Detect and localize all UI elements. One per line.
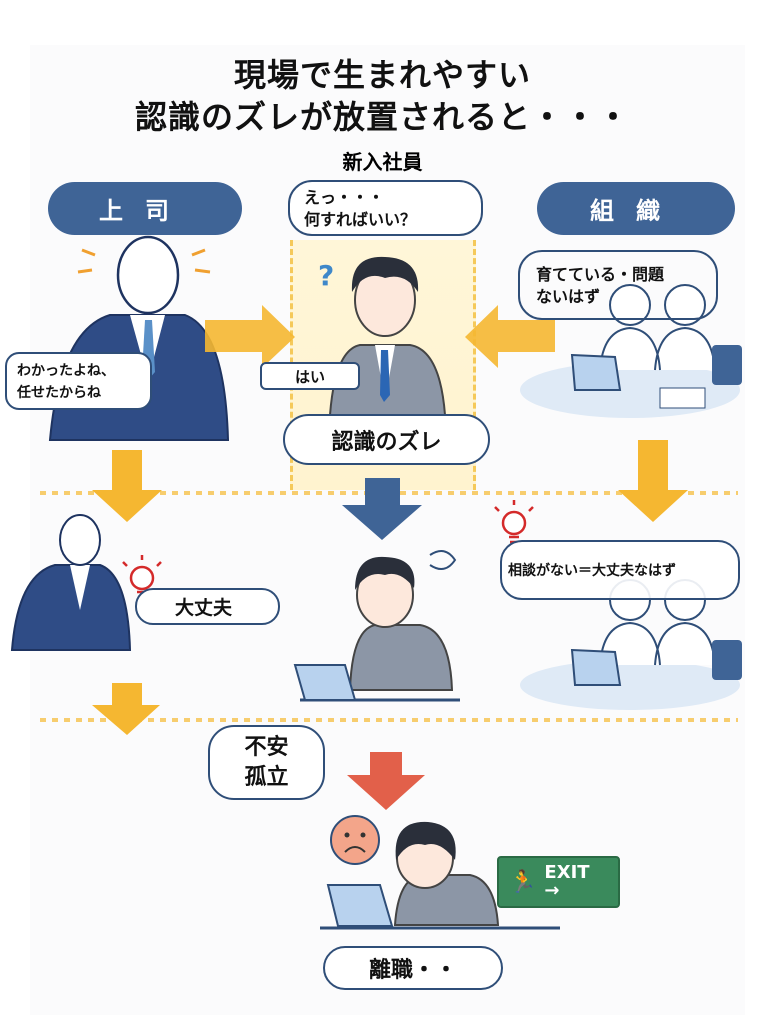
outcome-pill: 離職・・: [323, 946, 503, 990]
employee-working-figure-icon: [293, 550, 460, 702]
stress-swirl-icon: [429, 550, 457, 570]
employee-slumped-figure-icon: [320, 821, 560, 930]
arrow-right-exit-icon: →: [544, 880, 560, 901]
arrow-down-boss-2-icon: [92, 683, 160, 735]
exit-sign: 🏃 EXIT →: [497, 856, 620, 908]
boss-later-bubble: 大丈夫: [135, 588, 280, 625]
org-speech-line-1: 育てている・問題: [536, 265, 665, 284]
new-employee-thought-bubble: えっ・・・ 何すればいい？: [288, 180, 483, 236]
question-mark-icon: ?: [318, 259, 334, 292]
organization-label: 組織: [537, 182, 735, 235]
title-line-2: 認識のズレが放置されると・・・: [134, 98, 630, 136]
boss-speech-line-1: わかったよね、: [17, 363, 115, 379]
arrow-left-icon: [465, 305, 555, 368]
boss-speech-bubble: わかったよね、 任せたからね: [5, 352, 152, 410]
new-employee-figure-icon: ?: [318, 256, 447, 416]
boss-label: 上司: [48, 182, 242, 235]
boss-small-figure-icon: [10, 514, 132, 651]
arrow-down-red-icon: [347, 752, 425, 810]
new-employee-label: 新入社員: [342, 150, 423, 174]
exit-text: EXIT: [544, 862, 590, 883]
feeling-isolation: 孤立: [244, 765, 289, 790]
title-line-1: 現場で生まれやすい: [233, 56, 531, 94]
organization-figures-2-icon: [520, 579, 742, 710]
sad-face-icon: [330, 815, 380, 865]
gap-label-pill: 認識のズレ: [283, 414, 490, 465]
arrow-right-icon: [205, 305, 295, 368]
organization-later-bubble: 相談がない＝大丈夫なはず: [500, 540, 740, 600]
arrow-down-organization-icon: [618, 440, 688, 522]
arrow-down-boss-icon: [92, 450, 162, 522]
boss-speech-line-2: 任せたからね: [17, 385, 101, 401]
org-speech-line-2: ないはず: [536, 287, 601, 306]
thought-line-2: 何すればいい？: [304, 210, 417, 229]
arrow-down-employee-icon: [342, 478, 422, 540]
organization-speech-bubble: 育てている・問題 ないはず: [518, 250, 718, 320]
running-person-icon: 🏃: [509, 869, 537, 895]
lightbulb-icon-2: [494, 500, 534, 544]
organization-figures-icon: [520, 284, 742, 418]
reply-box: はい: [260, 362, 360, 390]
feelings-bubble: 不安 孤立: [208, 725, 325, 800]
thought-line-1: えっ・・・: [304, 188, 385, 207]
feeling-anxiety: 不安: [244, 735, 289, 760]
